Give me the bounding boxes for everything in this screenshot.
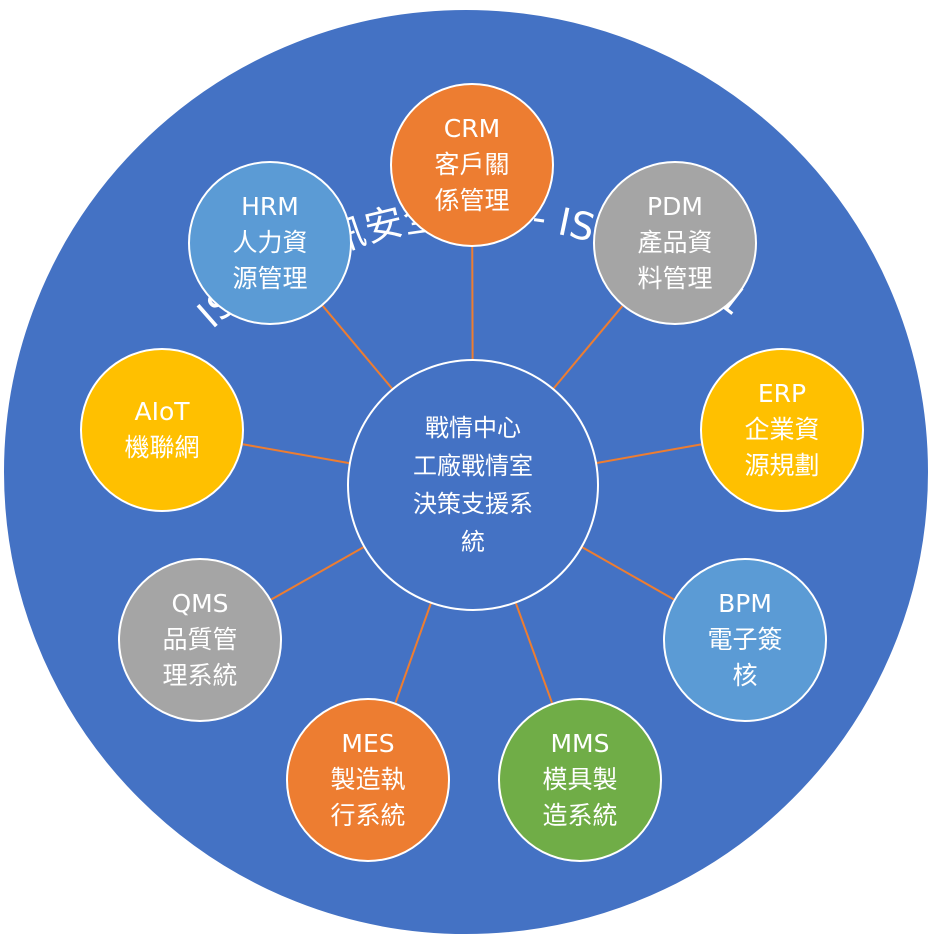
node-aiot: AIoT 機聯網 (80, 348, 244, 512)
node-label-line: 行系統 (330, 801, 406, 830)
node-label-line: MMS (550, 729, 610, 758)
connector-line-qms (270, 545, 365, 601)
node-label-line: 源管理 (232, 264, 308, 293)
node-mms: MMS 模具製造系統 (498, 698, 662, 862)
center-line: 工廠戰情室 (413, 452, 533, 480)
node-label-line: 產品資 (637, 228, 713, 257)
node-label-line: 模具製 (542, 765, 618, 794)
node-label-line: QMS (171, 589, 229, 618)
center-line: 戰情中心 (425, 414, 521, 442)
node-erp: ERP 企業資源規劃 (700, 348, 864, 512)
center-line: 決策支援系 (413, 490, 533, 518)
node-label-line: 客戶關 (434, 150, 510, 179)
node-label-line: 製造執 (330, 765, 406, 794)
node-label-line: 電子簽 (707, 625, 783, 654)
node-label-line: MES (341, 729, 395, 758)
node-qms: QMS 品質管理系統 (118, 558, 282, 722)
node-label-line: 企業資 (744, 415, 820, 444)
connector-line-bpm (581, 546, 675, 601)
node-label-line: 理系統 (162, 661, 238, 690)
node-pdm: PDM 產品資料管理 (593, 161, 757, 325)
node-label-line: 源規劃 (744, 451, 820, 480)
node-mes: MES 製造執行系統 (286, 698, 450, 862)
connector-line-aiot (242, 443, 351, 465)
center-line: 統 (461, 528, 485, 556)
node-label-line: 料管理 (637, 264, 713, 293)
connector-line-mms (514, 602, 553, 704)
node-label-line: 核 (732, 661, 758, 690)
node-label-line: 機聯網 (124, 433, 200, 462)
node-label-line: PDM (647, 192, 703, 221)
node-label-line: 品質管 (162, 625, 238, 654)
node-label-line: 人力資 (232, 228, 308, 257)
center-node-war-room: 戰情中心 工廠戰情室 決策支援系 統 (348, 360, 598, 610)
node-bpm: BPM 電子簽核 (663, 558, 827, 722)
node-label-line: CRM (443, 114, 501, 143)
node-label-line: ERP (757, 379, 807, 408)
connector-line-pdm (552, 305, 624, 390)
node-label-line: 造系統 (542, 801, 618, 830)
connector-line-erp (595, 443, 702, 465)
node-crm: CRM 客戶關係管理 (390, 83, 554, 247)
node-label-line: HRM (241, 192, 299, 221)
node-hrm: HRM 人力資源管理 (188, 161, 352, 325)
node-label-line: BPM (718, 589, 772, 618)
connector-line-mes (394, 602, 433, 704)
node-label-line: 係管理 (434, 186, 510, 215)
center-circle (347, 359, 599, 611)
node-label-line: AIoT (134, 397, 190, 426)
connector-line-hrm (321, 305, 394, 390)
